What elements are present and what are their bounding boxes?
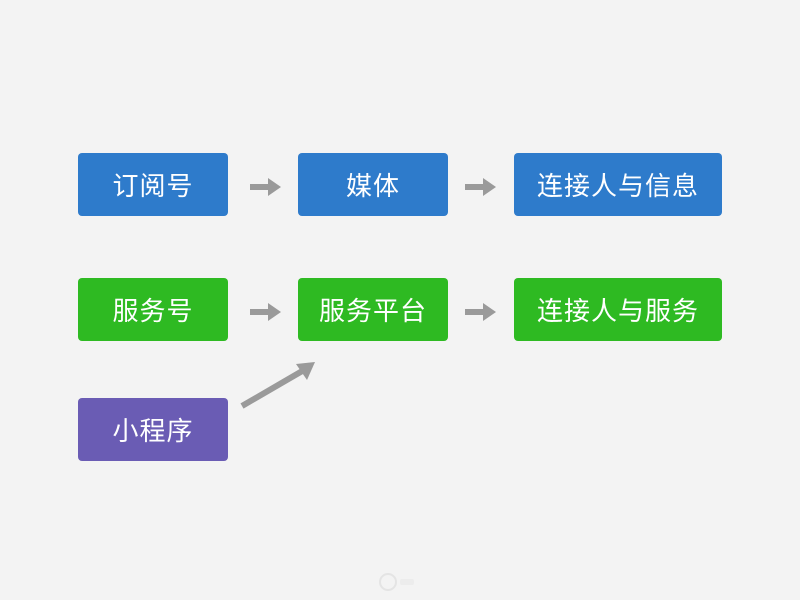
node-subscription-account: 订阅号 <box>78 153 228 216</box>
node-connect-people-info: 连接人与信息 <box>514 153 722 216</box>
diagonal-arrow-icon <box>240 362 315 409</box>
node-label: 服务号 <box>112 297 194 327</box>
node-mini-program: 小程序 <box>78 398 228 461</box>
right-arrow-icon <box>465 303 496 321</box>
watermark-logo-icon <box>379 573 414 591</box>
node-connect-people-service: 连接人与服务 <box>514 278 722 341</box>
right-arrow-icon <box>250 303 281 321</box>
node-label: 服务平台 <box>318 297 427 327</box>
node-service-account: 服务号 <box>78 278 228 341</box>
node-media: 媒体 <box>298 153 448 216</box>
node-label: 连接人与信息 <box>536 172 699 202</box>
node-label: 连接人与服务 <box>536 297 699 327</box>
node-label: 媒体 <box>345 172 400 202</box>
right-arrow-icon <box>250 178 281 196</box>
node-service-platform: 服务平台 <box>298 278 448 341</box>
node-label: 订阅号 <box>112 172 194 202</box>
right-arrow-icon <box>465 178 496 196</box>
node-label: 小程序 <box>112 417 194 447</box>
